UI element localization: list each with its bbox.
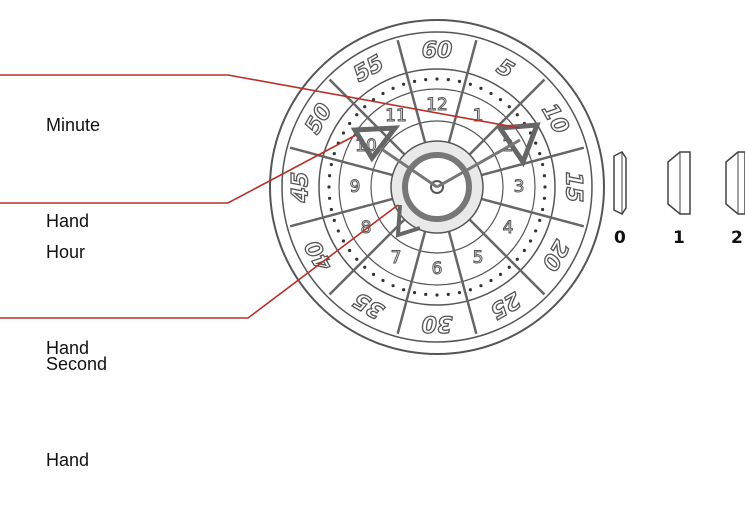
dial-numeral: 11 bbox=[385, 106, 407, 126]
bezel-numeral: 45 bbox=[289, 172, 314, 204]
minute-label-line1: Minute bbox=[46, 109, 100, 141]
minute-dot bbox=[327, 185, 330, 188]
minute-dot bbox=[508, 105, 511, 108]
minute-dot bbox=[479, 284, 482, 287]
minute-dot bbox=[435, 293, 438, 296]
minute-dot bbox=[435, 77, 438, 80]
dial-numeral: 6 bbox=[432, 259, 443, 279]
minute-dot bbox=[348, 249, 351, 252]
minute-dot bbox=[541, 208, 544, 211]
minute-dot bbox=[391, 284, 394, 287]
crown-position-2 bbox=[726, 152, 745, 214]
second-label-line1: Second bbox=[46, 348, 107, 380]
minute-dot bbox=[469, 83, 472, 86]
minute-dot bbox=[328, 197, 331, 200]
dial-numeral: 3 bbox=[514, 177, 525, 197]
minute-dot bbox=[447, 78, 450, 81]
minute-dot bbox=[424, 293, 427, 296]
crown-icon bbox=[668, 152, 690, 214]
crown-position-label-2: 2 bbox=[731, 228, 743, 248]
bezel-numeral: 15 bbox=[561, 172, 586, 203]
bezel-numeral: 30 bbox=[422, 311, 453, 336]
minute-dot bbox=[516, 258, 519, 261]
crown-position-label-1: 1 bbox=[673, 228, 685, 248]
minute-dot bbox=[348, 122, 351, 125]
dial-numeral: 9 bbox=[350, 177, 361, 197]
minute-dot bbox=[543, 197, 546, 200]
crown-icon bbox=[614, 152, 626, 214]
minute-dot bbox=[413, 80, 416, 83]
minute-dot bbox=[529, 239, 532, 242]
minute-dot bbox=[458, 291, 461, 294]
minute-dot bbox=[342, 131, 345, 134]
minute-dot bbox=[541, 163, 544, 166]
minute-dot bbox=[538, 152, 541, 155]
minute-dot bbox=[534, 229, 537, 232]
minute-dot bbox=[381, 92, 384, 95]
minute-dot bbox=[372, 273, 375, 276]
crown-position-1 bbox=[668, 152, 690, 214]
bezel-numeral: 60 bbox=[422, 39, 453, 64]
minute-dot bbox=[330, 208, 333, 211]
crown-icon bbox=[726, 152, 745, 214]
crown-position-0 bbox=[614, 152, 626, 214]
minute-dot bbox=[499, 98, 502, 101]
minute-dot bbox=[534, 141, 537, 144]
minute-dot bbox=[413, 291, 416, 294]
minute-dot bbox=[355, 113, 358, 116]
dial-numeral: 5 bbox=[473, 248, 484, 268]
minute-dot bbox=[381, 279, 384, 282]
minute-dot bbox=[523, 249, 526, 252]
minute-dot bbox=[328, 174, 331, 177]
minute-dot bbox=[508, 266, 511, 269]
minute-dot bbox=[424, 78, 427, 81]
minute-dot bbox=[337, 229, 340, 232]
minute-dot bbox=[363, 266, 366, 269]
dial-numeral: 1 bbox=[473, 106, 484, 126]
second-label-line2: Hand bbox=[46, 444, 107, 476]
crown-position-label-0: 0 bbox=[614, 228, 626, 248]
minute-dot bbox=[355, 258, 358, 261]
minute-dot bbox=[499, 273, 502, 276]
minute-dot bbox=[489, 279, 492, 282]
minute-dot bbox=[402, 288, 405, 291]
hour-label-line1: Hour bbox=[46, 236, 89, 268]
minute-dot bbox=[458, 80, 461, 83]
minute-dot bbox=[538, 219, 541, 222]
minute-dot bbox=[469, 288, 472, 291]
dial-numeral: 7 bbox=[391, 248, 402, 268]
minute-dot bbox=[330, 163, 333, 166]
minute-dot bbox=[391, 87, 394, 90]
minute-dot bbox=[489, 92, 492, 95]
minute-dot bbox=[402, 83, 405, 86]
minute-dot bbox=[342, 239, 345, 242]
dial-numeral: 8 bbox=[361, 218, 372, 238]
dial-numeral: 4 bbox=[503, 218, 514, 238]
minute-dot bbox=[516, 113, 519, 116]
minute-dot bbox=[333, 219, 336, 222]
minute-dot bbox=[543, 185, 546, 188]
minute-dot bbox=[479, 87, 482, 90]
minute-dot bbox=[447, 293, 450, 296]
minute-dot bbox=[363, 105, 366, 108]
minute-dot bbox=[543, 174, 546, 177]
minute-dot bbox=[333, 152, 336, 155]
second-hand-label: Second Hand bbox=[46, 284, 107, 508]
